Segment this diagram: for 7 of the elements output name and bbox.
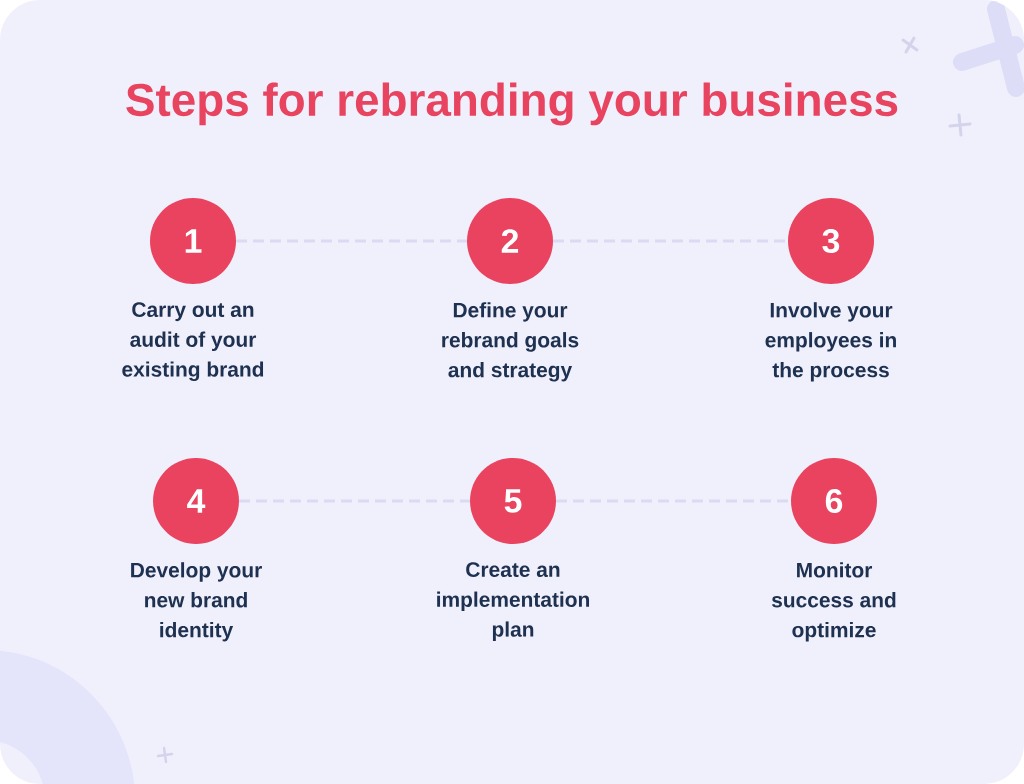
step-caption: Create an implementation plan: [437, 562, 589, 641]
step-caption: Define your rebrand goals and strategy: [442, 302, 579, 382]
step-caption: Carry out an audit of your existing brand: [122, 302, 264, 381]
step-caption: Involve your employees in the process: [765, 302, 896, 382]
title: Steps for rebranding your business: [126, 82, 898, 126]
step-caption: Monitor success and optimize: [771, 562, 896, 642]
step-caption: Develop your new brand identity: [131, 562, 262, 642]
